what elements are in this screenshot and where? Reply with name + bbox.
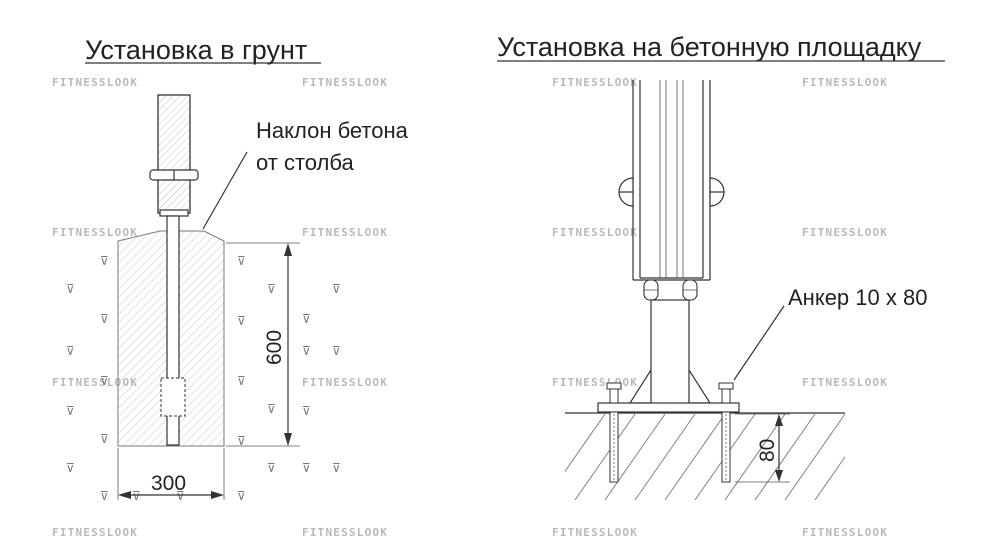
watermark: FITNESSLOOK [302,226,388,239]
svg-text:⊽: ⊽ [302,404,311,418]
watermark: FITNESSLOOK [552,526,638,539]
gusset-right [688,369,712,404]
svg-text:⊽: ⊽ [237,489,246,503]
svg-text:⊽: ⊽ [66,282,75,296]
anchor-label: Анкер 10 х 80 [788,285,927,310]
svg-text:⊽: ⊽ [66,461,75,475]
svg-text:⊽: ⊽ [100,254,109,268]
watermark: FITNESSLOOK [802,526,888,539]
post-base-plate [159,209,189,217]
watermark: FITNESSLOOK [802,376,888,389]
anchor-bolt-right [718,382,734,483]
svg-text:⊽: ⊽ [176,489,185,503]
concrete-pad [565,412,845,501]
soil-markers: ⊽ ⊽ ⊽ ⊽ ⊽ ⊽ ⊽ ⊽ ⊽ ⊽ ⊽ ⊽ ⊽ ⊽ ⊽ ⊽ ⊽ ⊽ ⊽ ⊽ ⊽ ⊽ ⊽ ⊽ ⊽ ⊽ [66,254,341,503]
watermark: FITNESSLOOK [802,226,888,239]
watermark: FITNESSLOOK [552,76,638,89]
anchor-depth-value: 80 [756,439,779,462]
watermark: FITNESSLOOK [552,226,638,239]
support-tube [650,299,690,405]
width-dimension-value: 300 [151,472,186,495]
slope-leader-line [202,151,248,230]
svg-text:⊽: ⊽ [332,461,341,475]
watermark: FITNESSLOOK [52,76,138,89]
width-dimension: 300 [117,448,225,500]
right-title: Установка на бетонную площадку [497,32,922,62]
svg-text:⊽: ⊽ [237,434,246,448]
svg-text:⊽: ⊽ [66,404,75,418]
svg-text:⊽: ⊽ [237,314,246,328]
watermark: FITNESSLOOK [802,76,888,89]
watermark: FITNESSLOOK [302,376,388,389]
watermark: FITNESSLOOK [552,376,638,389]
svg-text:⊽: ⊽ [332,344,341,358]
watermark: FITNESSLOOK [302,526,388,539]
svg-text:⊽: ⊽ [100,374,109,388]
svg-text:⊽: ⊽ [237,254,246,268]
watermark: FITNESSLOOK [52,226,138,239]
svg-text:⊽: ⊽ [100,312,109,326]
svg-text:⊽: ⊽ [237,374,246,388]
svg-text:⊽: ⊽ [302,312,311,326]
depth-dimension: 600 [226,242,300,447]
svg-text:⊽: ⊽ [267,402,276,416]
post-column [632,80,711,281]
svg-text:⊽: ⊽ [100,489,109,503]
bottom-bolts [643,279,698,301]
watermark: FITNESSLOOK [52,376,138,389]
svg-text:⊽: ⊽ [132,489,141,503]
watermarks: FITNESSLOOK FITNESSLOOK FITNESSLOOK FITN… [52,76,888,539]
slope-label-line2: от столба [256,150,354,175]
left-title: Установка в грунт [85,35,307,65]
svg-text:⊽: ⊽ [267,282,276,296]
ground-installation-drawing: ⊽ ⊽ ⊽ ⊽ ⊽ ⊽ ⊽ ⊽ ⊽ ⊽ ⊽ ⊽ ⊽ ⊽ ⊽ ⊽ ⊽ ⊽ ⊽ ⊽ ⊽ ⊽ ⊽ ⊽ ⊽ ⊽ Накло… [66,94,409,503]
anchor-depth-dimension: 80 [735,413,790,483]
svg-text:⊽: ⊽ [302,344,311,358]
svg-text:⊽: ⊽ [100,432,109,446]
post-upper [157,94,191,214]
depth-dimension-value: 600 [263,330,286,365]
rod-insert [160,377,186,417]
svg-text:⊽: ⊽ [332,282,341,296]
concrete-pad-installation-drawing: Анкер 10 х 80 80 [565,80,927,501]
base-plate [597,402,740,413]
anchor-bolt-left [606,382,622,483]
svg-text:⊽: ⊽ [267,461,276,475]
anchor-leader-line [733,305,785,381]
svg-text:⊽: ⊽ [302,461,311,475]
watermark: FITNESSLOOK [52,526,138,539]
watermark: FITNESSLOOK [302,76,388,89]
svg-text:⊽: ⊽ [66,344,75,358]
slope-label-line1: Наклон бетона [256,118,409,143]
